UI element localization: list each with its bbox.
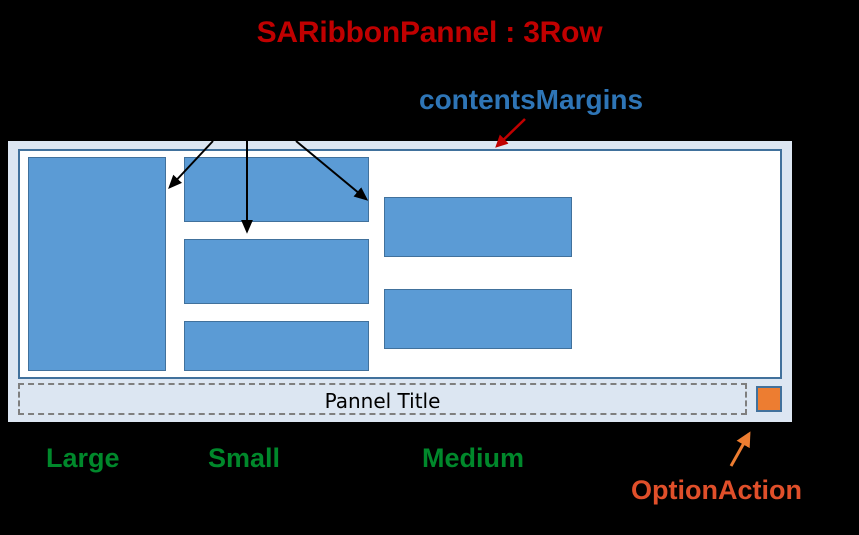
saribbon-pannel: Pannel Title bbox=[8, 141, 792, 422]
medium-action-button-2[interactable] bbox=[384, 289, 572, 349]
pannel-content-area bbox=[18, 149, 782, 379]
option-action-arrow bbox=[729, 431, 751, 467]
large-action-button[interactable] bbox=[28, 157, 166, 371]
option-action-button[interactable] bbox=[756, 386, 782, 412]
small-action-button-1[interactable] bbox=[184, 157, 369, 222]
label-option-action: OptionAction bbox=[631, 475, 802, 505]
label-medium: Medium bbox=[422, 443, 525, 473]
page-title: SARibbonPannel : 3Row bbox=[256, 16, 603, 49]
label-small: Small bbox=[208, 443, 281, 473]
pannel-title-box: Pannel Title bbox=[18, 383, 747, 415]
pannel-title-text: Pannel Title bbox=[324, 389, 441, 413]
label-large: Large bbox=[46, 443, 120, 473]
small-action-button-3[interactable] bbox=[184, 321, 369, 371]
medium-action-button-1[interactable] bbox=[384, 197, 572, 257]
contents-margins-label: contentsMargins bbox=[419, 84, 644, 115]
small-action-button-2[interactable] bbox=[184, 239, 369, 304]
pannel-title-row: Pannel Title bbox=[18, 383, 782, 415]
